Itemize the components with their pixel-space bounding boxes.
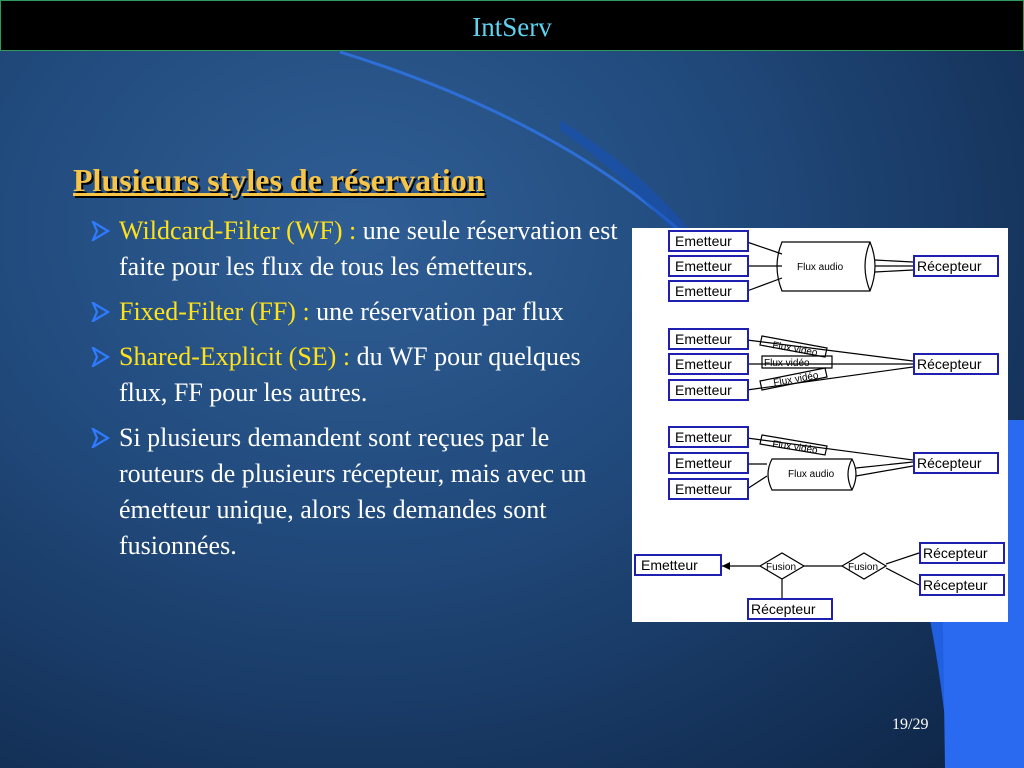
arrow-bullet-icon xyxy=(91,221,110,241)
bullet-text: du WF pour quelques flux, FF pour les au… xyxy=(119,342,581,407)
fusion-node: Fusion xyxy=(848,562,878,573)
arrow-bullet-icon xyxy=(91,347,110,367)
bullet-term: Fixed-Filter (FF) : xyxy=(119,297,310,326)
emitter-box: Emetteur xyxy=(675,356,732,372)
emitter-box: Emetteur xyxy=(675,429,732,445)
bullet-text: une réservation par flux xyxy=(309,297,564,326)
bullet-item: Fixed-Filter (FF) : une réservation par … xyxy=(88,294,618,330)
bullet-item: Wildcard-Filter (WF) : une seule réserva… xyxy=(88,213,618,285)
title-bar: IntServ xyxy=(0,0,1024,51)
emitter-box: Emetteur xyxy=(675,283,732,299)
page-number: 19/29 xyxy=(892,716,929,733)
bullet-text: Si plusieurs demandent sont reçues par l… xyxy=(119,423,587,560)
arrow-bullet-icon xyxy=(91,302,110,322)
arrow-bullet-icon xyxy=(91,428,110,448)
receiver-box: Récepteur xyxy=(917,258,982,274)
flux-audio-label: Flux audio xyxy=(797,262,844,273)
emitter-box: Emetteur xyxy=(675,233,732,249)
emitter-box: Emetteur xyxy=(675,258,732,274)
emitter-box: Emetteur xyxy=(675,481,732,497)
receiver-box: Récepteur xyxy=(923,577,988,593)
reservation-styles-diagram: Emetteur Emetteur Emetteur Récepteur Eme… xyxy=(632,228,1008,622)
bullet-term: Shared-Explicit (SE) : xyxy=(119,342,351,371)
flux-audio-label: Flux audio xyxy=(788,469,835,480)
bullet-item: Shared-Explicit (SE) : du WF pour quelqu… xyxy=(88,339,618,411)
flux-video-label: Flux vidéo xyxy=(773,370,820,389)
slide-title: IntServ xyxy=(472,12,552,42)
receiver-box: Récepteur xyxy=(751,601,816,617)
emitter-box: Emetteur xyxy=(675,331,732,347)
receiver-box: Récepteur xyxy=(923,545,988,561)
bullet-item: Si plusieurs demandent sont reçues par l… xyxy=(88,420,618,564)
section-heading: Plusieurs styles de réservation xyxy=(73,162,485,198)
emitter-box: Emetteur xyxy=(675,382,732,398)
bullet-term: Wildcard-Filter (WF) : xyxy=(119,216,357,245)
flux-video-label: Flux vidéo xyxy=(772,439,819,456)
emitter-box: Emetteur xyxy=(675,455,732,471)
receiver-box: Récepteur xyxy=(917,455,982,471)
fusion-node: Fusion xyxy=(766,562,796,573)
bullet-text: une seule réservation est faite pour les… xyxy=(119,216,618,281)
emitter-box: Emetteur xyxy=(641,557,698,573)
bullet-list: Wildcard-Filter (WF) : une seule réserva… xyxy=(88,213,618,573)
receiver-box: Récepteur xyxy=(917,356,982,372)
flux-video-label: Flux vidéo xyxy=(764,358,810,369)
